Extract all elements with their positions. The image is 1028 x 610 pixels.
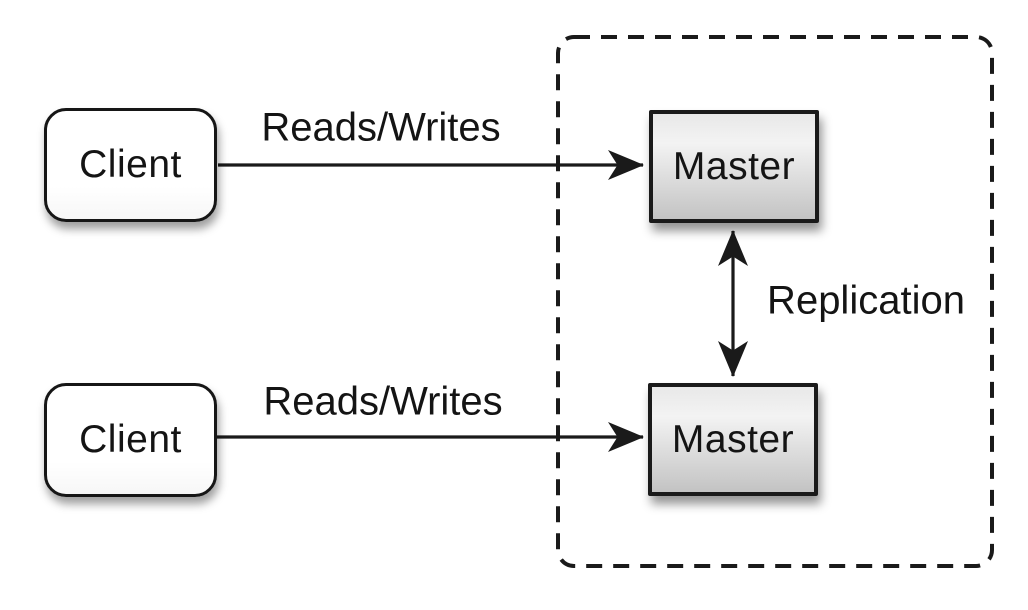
node-master-top: Master bbox=[649, 110, 819, 223]
node-master-top-label: Master bbox=[672, 144, 796, 188]
edge-label-reads-writes-top: Reads/Writes bbox=[261, 105, 501, 150]
node-client-top-label: Client bbox=[79, 143, 182, 186]
node-client-bottom-label: Client bbox=[79, 418, 182, 461]
edge-label-reads-writes-bottom: Reads/Writes bbox=[263, 379, 503, 424]
node-client-top: Client bbox=[44, 108, 217, 222]
node-master-bottom: Master bbox=[648, 383, 818, 496]
cluster-boundary-dashed-box bbox=[556, 35, 994, 568]
edge-label-replication: Replication bbox=[767, 278, 965, 323]
node-master-bottom-label: Master bbox=[671, 417, 795, 461]
node-client-bottom: Client bbox=[44, 383, 217, 497]
